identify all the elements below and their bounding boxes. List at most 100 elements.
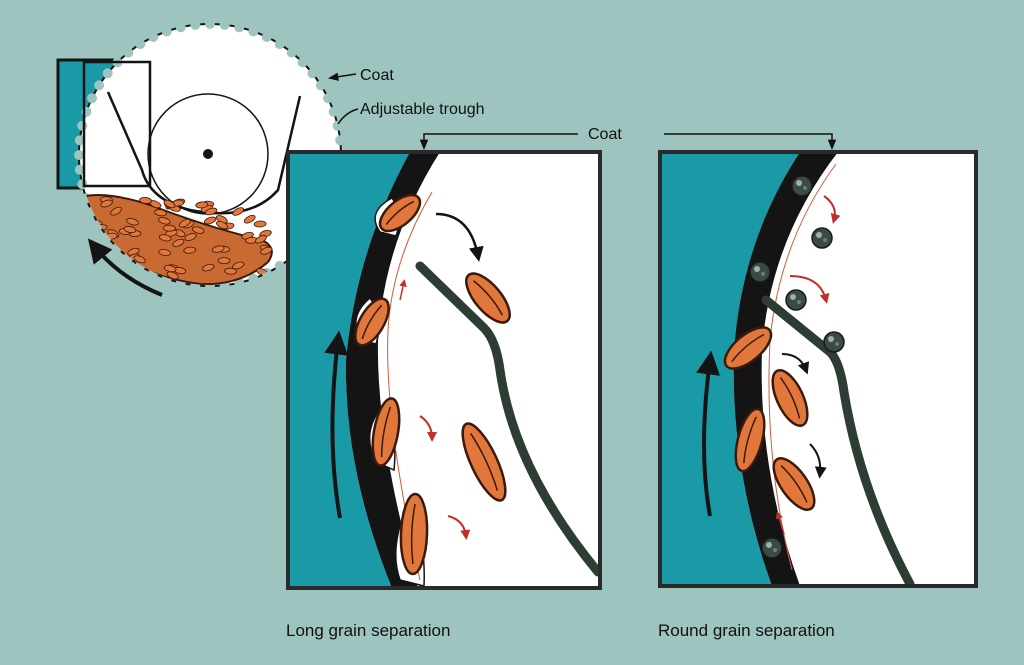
- long-grain-caption: Long grain separation: [286, 621, 450, 640]
- grain-icon: [139, 196, 152, 204]
- grain-icon: [232, 261, 245, 270]
- long-grains: [723, 326, 816, 511]
- coat-bracket-label: Coat: [588, 126, 622, 143]
- grain-icon: [201, 263, 215, 272]
- round-seed-icon: [785, 289, 807, 311]
- coat-indent: [328, 106, 339, 117]
- grain-icon: [255, 234, 267, 244]
- red-arrow-icon: [399, 279, 407, 301]
- coat-indent: [77, 120, 88, 131]
- grain-icon: [110, 206, 122, 216]
- grain-icon: [183, 246, 197, 254]
- grain-icon: [378, 193, 422, 233]
- grain-icon: [184, 233, 197, 241]
- grain-icon: [158, 217, 171, 225]
- grain-icon: [94, 268, 107, 278]
- coat-indent: [248, 273, 259, 284]
- coat-indent: [234, 22, 245, 33]
- coat-indent: [248, 26, 259, 37]
- grain-icon: [123, 225, 137, 234]
- grain-icon: [399, 492, 429, 576]
- grain-icon: [163, 264, 177, 273]
- coat-label: Coat: [360, 67, 394, 84]
- teal-housing: [288, 152, 410, 588]
- red-arrow-icon: [419, 415, 437, 442]
- trough-leader: [337, 108, 359, 125]
- grain-icon: [100, 199, 113, 208]
- grain-icon: [133, 255, 146, 264]
- coat-indent: [297, 57, 308, 68]
- long-grain-panel: [286, 150, 602, 590]
- upward-rotation-arrow-icon: [324, 330, 349, 519]
- coat-indent: [135, 39, 146, 50]
- coat-indent: [261, 32, 272, 42]
- upward-rotation-arrow-icon: [696, 350, 720, 517]
- coat-leader: [327, 72, 357, 81]
- grain-icon: [99, 264, 113, 272]
- red-arrow-icon: [447, 515, 471, 540]
- red-arrow-icon: [823, 195, 841, 224]
- round-seeds: [749, 175, 845, 559]
- coat-indent: [94, 80, 105, 91]
- grain-icon: [260, 246, 273, 255]
- coat-indent: [175, 22, 186, 33]
- coat-indent: [286, 47, 297, 58]
- grain-drop-arrow-icon: [435, 212, 484, 262]
- trough-icon: [415, 261, 600, 577]
- axle-dot: [203, 149, 213, 159]
- grain-icon: [216, 220, 228, 230]
- coat-indent: [323, 93, 333, 104]
- trough-icon: [761, 295, 915, 586]
- grain-icon: [772, 457, 816, 511]
- grain-icon: [734, 407, 766, 473]
- grain-icon: [172, 238, 185, 247]
- coat-indent: [148, 32, 159, 42]
- coat-indent: [87, 93, 97, 104]
- coat-indent: [77, 179, 88, 190]
- coat-indent: [123, 47, 134, 58]
- coat-wall: [733, 152, 838, 586]
- coat-indent: [74, 135, 85, 146]
- grain-icon: [354, 297, 390, 347]
- grain-icon: [179, 218, 191, 228]
- grain-icon: [126, 217, 139, 226]
- grain-icon: [99, 268, 113, 276]
- panel-frame: [658, 150, 978, 588]
- grain-icon: [158, 234, 172, 242]
- coat-indent: [307, 68, 318, 79]
- grain-icon: [461, 422, 507, 502]
- grain-icon: [465, 272, 511, 324]
- grain-icon: [771, 369, 809, 427]
- coat-indent: [161, 26, 172, 37]
- adjustable-trough-label: Adjustable trough: [360, 101, 485, 118]
- red-arrow-icon: [775, 511, 785, 535]
- cylinder-cross-section: [56, 19, 346, 297]
- coat-indent: [274, 260, 285, 271]
- grain-icon: [204, 216, 217, 225]
- grain-icon: [163, 224, 176, 232]
- trough-icon: [106, 91, 302, 215]
- grain-icon: [723, 326, 773, 370]
- coat-indent: [190, 19, 201, 30]
- grain-icon: [166, 271, 179, 280]
- coat-indent: [102, 68, 113, 79]
- grain-icon: [158, 248, 171, 257]
- coat-indent: [332, 120, 343, 131]
- round-seed-icon: [823, 331, 845, 353]
- grain-icon: [195, 201, 209, 209]
- coat-indent: [74, 164, 85, 175]
- grain-icon: [154, 209, 167, 217]
- grain-icon: [217, 257, 231, 265]
- labels: Coat Adjustable trough Coat: [327, 67, 837, 151]
- coat-bracket-left: [419, 133, 578, 151]
- coat-bracket-right: [664, 133, 837, 151]
- round-seed-icon: [761, 537, 783, 559]
- grain-icon: [371, 397, 401, 467]
- coat-indent: [335, 135, 346, 146]
- round-seed-icon: [791, 175, 813, 197]
- red-arrow-icon: [789, 275, 830, 304]
- grain-slide-arrow-icon: [809, 443, 827, 479]
- round-grain-panel: [658, 150, 978, 588]
- coat-indent: [205, 19, 215, 29]
